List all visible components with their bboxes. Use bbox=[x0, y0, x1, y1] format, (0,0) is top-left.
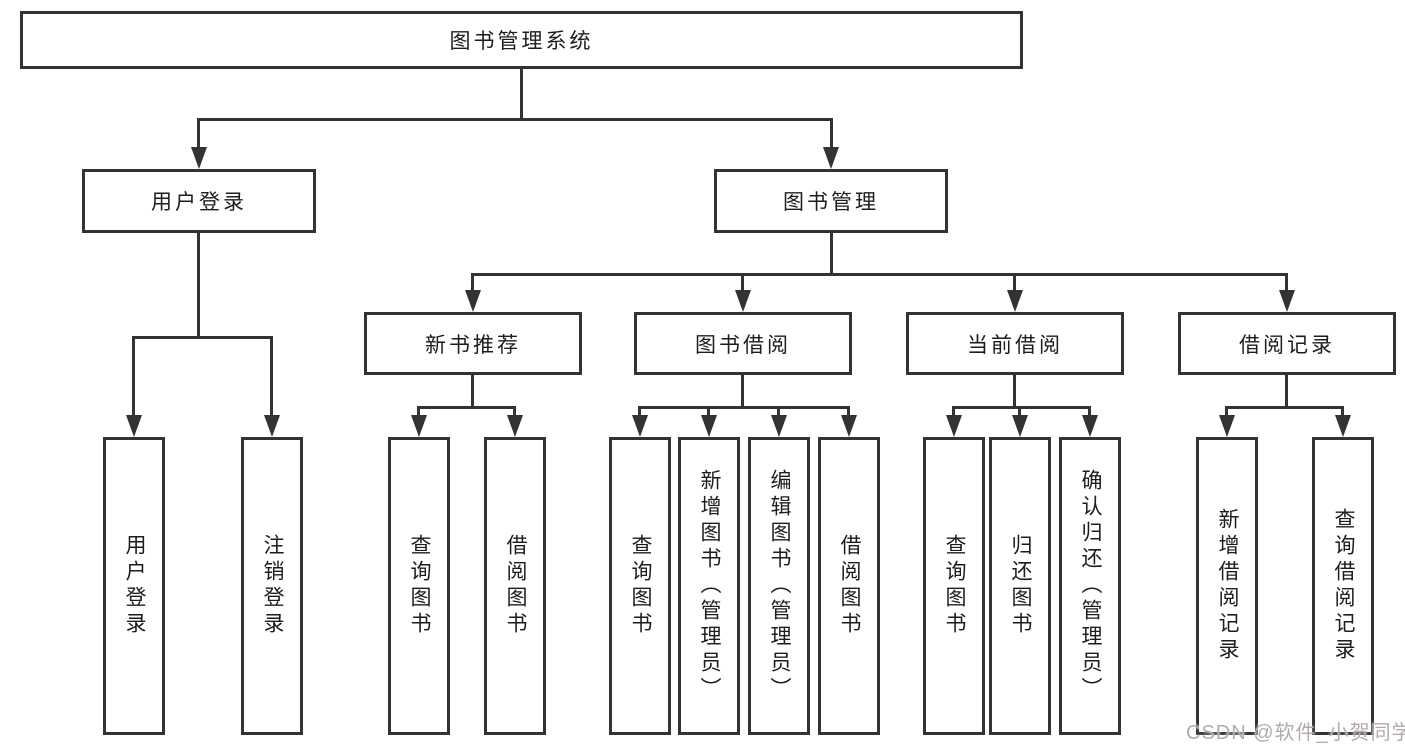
leaf-user-login: 用户登录 bbox=[103, 437, 165, 735]
edge-recommend-rail bbox=[417, 406, 516, 409]
arrowhead-current-borrowing-icon bbox=[1007, 290, 1023, 312]
leaf-query-borrow-record: 查询借阅记录 bbox=[1312, 437, 1374, 735]
arrowhead-user-login-icon bbox=[191, 147, 207, 169]
arrowhead-leaf-query-current-icon bbox=[946, 415, 962, 437]
node-root-library-system: 图书管理系统 bbox=[20, 11, 1023, 69]
edge-to-leaf-borrow-recommend bbox=[513, 406, 516, 417]
node-book-management: 图书管理 bbox=[714, 169, 948, 233]
leaf-confirm-return-admin: 确认归还（管理员） bbox=[1059, 437, 1121, 735]
arrowhead-new-book-recommendation-icon bbox=[465, 290, 481, 312]
edge-root-rail bbox=[197, 118, 833, 121]
leaf-query-books-borrow: 查询图书 bbox=[609, 437, 671, 735]
edge-to-current-borrowing bbox=[1013, 273, 1016, 292]
edge-records-stem bbox=[1285, 375, 1288, 406]
arrowhead-leaf-query-record-icon bbox=[1335, 415, 1351, 437]
edge-to-leaf-add-record bbox=[1225, 406, 1228, 417]
edge-user-login-rail bbox=[132, 336, 273, 339]
node-user-login: 用户登录 bbox=[82, 169, 316, 233]
edge-current-rail bbox=[952, 406, 1091, 409]
edge-to-leaf-edit-books bbox=[777, 406, 780, 417]
arrowhead-leaf-add-books-icon bbox=[701, 415, 717, 437]
edge-to-leaf-query-current bbox=[952, 406, 955, 417]
edge-recommend-stem bbox=[471, 375, 474, 406]
edge-to-leaf-borrow-books bbox=[847, 406, 850, 417]
arrowhead-book-borrowing-icon bbox=[735, 290, 751, 312]
edge-to-leaf-query-borrow bbox=[638, 406, 641, 417]
edge-to-new-book-recommendation bbox=[471, 273, 474, 292]
csdn-watermark: CSDN @软件_小贺同学 bbox=[1186, 722, 1405, 744]
arrowhead-leaf-logout-icon bbox=[264, 415, 280, 437]
arrowhead-leaf-confirm-return-icon bbox=[1082, 415, 1098, 437]
leaf-borrow-books: 借阅图书 bbox=[818, 437, 880, 735]
edge-to-book-management bbox=[830, 118, 833, 148]
arrowhead-leaf-query-recommend-icon bbox=[411, 415, 427, 437]
edge-to-leaf-logout bbox=[270, 336, 273, 416]
edge-borrowing-stem bbox=[741, 375, 744, 406]
leaf-add-borrow-record: 新增借阅记录 bbox=[1196, 437, 1258, 735]
arrowhead-leaf-return-books-icon bbox=[1012, 415, 1028, 437]
edge-records-rail bbox=[1225, 406, 1344, 409]
edge-current-stem bbox=[1013, 375, 1016, 406]
leaf-borrow-books-recommend: 借阅图书 bbox=[484, 437, 546, 735]
edge-to-user-login bbox=[197, 118, 200, 148]
arrowhead-leaf-user-login-icon bbox=[126, 415, 142, 437]
edge-root-stem bbox=[520, 69, 523, 118]
edge-borrowing-rail bbox=[638, 406, 850, 409]
node-book-borrowing: 图书借阅 bbox=[634, 312, 852, 375]
edge-to-leaf-query-record bbox=[1341, 406, 1344, 417]
leaf-logout: 注销登录 bbox=[241, 437, 303, 735]
edge-to-leaf-user-login bbox=[132, 336, 135, 416]
arrowhead-leaf-borrow-books-icon bbox=[841, 415, 857, 437]
edge-to-leaf-query-recommend bbox=[417, 406, 420, 417]
leaf-add-books-admin: 新增图书（管理员） bbox=[678, 437, 740, 735]
arrowhead-leaf-borrow-recommend-icon bbox=[507, 415, 523, 437]
arrowhead-leaf-add-record-icon bbox=[1219, 415, 1235, 437]
leaf-query-books-recommend: 查询图书 bbox=[388, 437, 450, 735]
arrowhead-borrowing-records-icon bbox=[1279, 290, 1295, 312]
leaf-return-books: 归还图书 bbox=[989, 437, 1051, 735]
edge-to-leaf-confirm-return bbox=[1088, 406, 1091, 417]
leaf-query-books-current: 查询图书 bbox=[923, 437, 985, 735]
edge-book-management-stem bbox=[830, 233, 833, 273]
node-borrowing-records: 借阅记录 bbox=[1178, 312, 1396, 375]
edge-to-book-borrowing bbox=[741, 273, 744, 292]
edge-to-leaf-return-books bbox=[1018, 406, 1021, 417]
arrowhead-leaf-edit-books-icon bbox=[771, 415, 787, 437]
edge-to-leaf-add-books bbox=[707, 406, 710, 417]
node-current-borrowing: 当前借阅 bbox=[906, 312, 1124, 375]
edge-book-management-rail bbox=[471, 273, 1288, 276]
node-new-book-recommendation: 新书推荐 bbox=[364, 312, 582, 375]
edge-to-borrowing-records bbox=[1285, 273, 1288, 292]
arrowhead-leaf-query-borrow-icon bbox=[632, 415, 648, 437]
leaf-edit-books-admin: 编辑图书（管理员） bbox=[748, 437, 810, 735]
arrowhead-book-management-icon bbox=[823, 147, 839, 169]
edge-user-login-stem bbox=[197, 233, 200, 336]
